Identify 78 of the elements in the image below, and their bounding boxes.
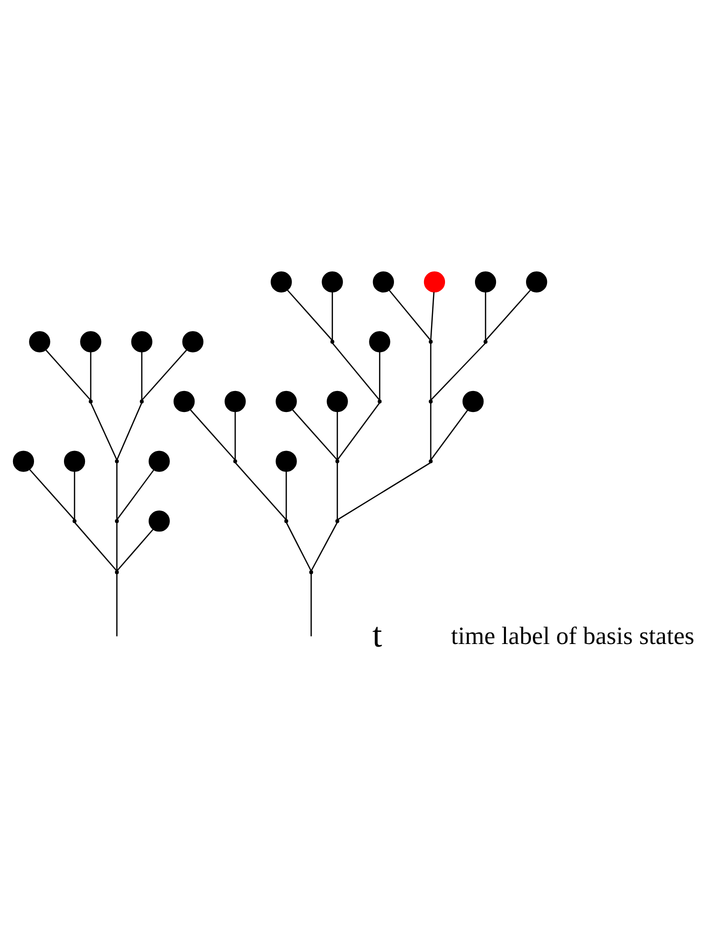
node-circle (326, 390, 348, 412)
node-point (284, 519, 288, 524)
node-point (114, 519, 119, 524)
node-point (114, 570, 119, 574)
node-circle (424, 271, 446, 293)
node-point (233, 459, 238, 464)
connector (116, 402, 142, 460)
connector (310, 574, 312, 636)
connector (337, 462, 431, 520)
connector (336, 402, 380, 460)
connector (430, 342, 486, 401)
node-point (428, 459, 433, 464)
connector (90, 352, 92, 400)
node-point (428, 400, 433, 404)
connector (74, 522, 118, 572)
connector (430, 292, 435, 340)
label: t (372, 615, 382, 654)
connector (286, 471, 287, 520)
node-circle (174, 390, 195, 412)
connector (286, 522, 312, 572)
connector (310, 522, 338, 572)
node-point (140, 400, 144, 404)
connector (46, 350, 92, 401)
node-point (378, 400, 382, 404)
connector (332, 342, 380, 400)
connector (379, 352, 380, 400)
connector (234, 412, 236, 460)
connector (430, 410, 468, 460)
connector (388, 290, 432, 341)
node-point (72, 519, 76, 524)
connector (29, 469, 75, 520)
node-circle (276, 390, 297, 412)
connector (430, 402, 432, 460)
node-point (484, 340, 488, 344)
node-circle (369, 331, 390, 352)
node-point (335, 519, 340, 524)
node-circle (148, 450, 170, 472)
connector (116, 462, 118, 520)
connector (292, 409, 338, 460)
connector (190, 409, 236, 460)
node-circle (474, 271, 496, 293)
node-circle (131, 331, 152, 352)
connector (484, 292, 486, 340)
node-point (428, 340, 433, 344)
node-circle (462, 390, 484, 412)
connector (332, 292, 333, 340)
node-circle (12, 450, 34, 472)
connector (336, 462, 338, 520)
node-circle (29, 331, 50, 352)
connector (336, 412, 338, 460)
node-point (309, 570, 314, 574)
connector (74, 471, 76, 520)
node-circle (276, 450, 297, 472)
connector (234, 462, 287, 520)
connector (116, 470, 154, 520)
connector (141, 352, 142, 400)
node-circle (182, 331, 204, 352)
node-circle (270, 271, 292, 293)
node-point (330, 340, 334, 344)
node-point (335, 459, 340, 464)
node-circle (372, 271, 394, 293)
node-circle (224, 390, 246, 412)
connector (90, 402, 118, 460)
connector (116, 522, 118, 571)
connector (116, 574, 118, 636)
node-circle (148, 510, 170, 532)
node-circle (80, 331, 102, 352)
connector (430, 343, 432, 400)
connector (287, 290, 333, 341)
connector (141, 350, 188, 401)
node-circle (64, 450, 86, 472)
connector (485, 290, 531, 341)
label: time label of basis states (451, 622, 694, 650)
node-circle (322, 271, 343, 293)
node-circle (526, 271, 548, 293)
node-point (88, 400, 93, 404)
connector (116, 529, 154, 572)
node-point (114, 459, 119, 464)
